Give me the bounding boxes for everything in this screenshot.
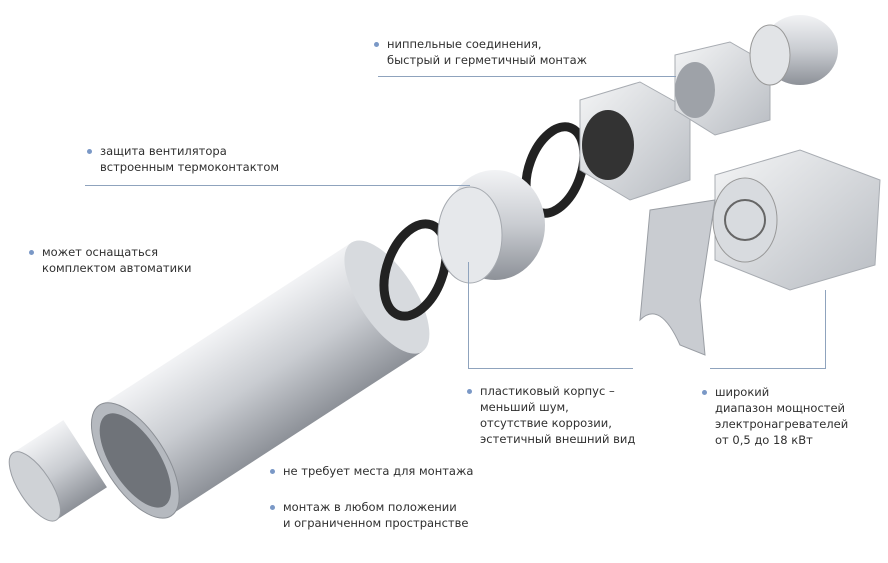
damper [749, 15, 838, 86]
clamp-ring [379, 219, 451, 321]
mounting-bracket [639, 199, 716, 356]
spigot [8, 420, 107, 522]
leader-line [468, 368, 633, 369]
note-no-space: не требует места для монтажа [270, 463, 473, 479]
leader-line [710, 368, 826, 369]
note-plastic: пластиковый корпус –меньший шум,отсутств… [467, 383, 635, 447]
water-heater [579, 81, 691, 201]
electric-heater [712, 149, 881, 291]
leader-line [378, 76, 676, 77]
leader-line [85, 185, 470, 186]
note-nipple: ниппельные соединения,быстрый и герметич… [374, 36, 587, 68]
nipple-connector [674, 41, 771, 136]
leader-line [825, 290, 826, 369]
leader-line [468, 262, 469, 369]
duct-fan [437, 170, 545, 284]
